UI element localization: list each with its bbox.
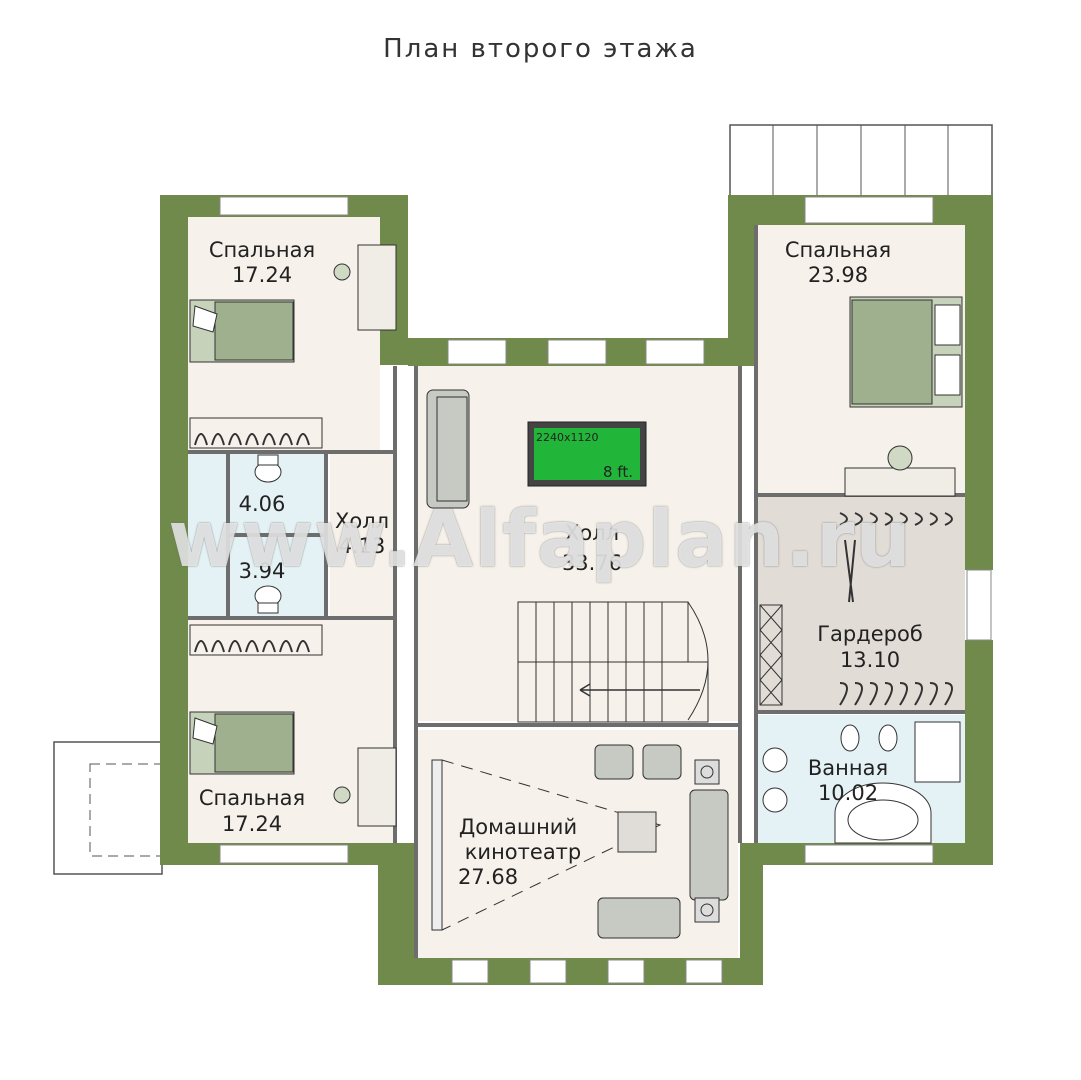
room-area-hall-big: 33.76 [562, 551, 622, 575]
room-area-hall-small: 4.13 [339, 534, 386, 558]
room-area-wc-lower: 3.94 [239, 559, 286, 583]
billiard-size-label: 2240x1120 [536, 431, 599, 444]
room-name-bed-top-left: Спальная [209, 238, 315, 262]
room-name-bed-top-right: Спальная [785, 238, 891, 262]
cinema-screen [431, 759, 662, 931]
balcony-top-right [729, 124, 993, 198]
room-name-cinema-line1: Домашний [459, 815, 577, 839]
sofa-icon [426, 389, 470, 509]
staircase [517, 601, 709, 723]
wardrobe-racks [759, 512, 953, 706]
room-area-cinema: 27.68 [458, 865, 518, 889]
terrace-bottom-left [53, 741, 163, 875]
speaker-icon [694, 759, 720, 923]
room-area-wardrobe: 13.10 [840, 648, 900, 672]
billiard-table: 2240x1120 8 ft. [527, 421, 647, 487]
room-area-bed-top-left: 17.24 [232, 263, 292, 287]
bathtub-icon [762, 721, 961, 844]
room-name-bed-bottom-left: Спальная [199, 786, 305, 810]
plan-title: План второго этажа [383, 34, 698, 64]
closet-top-left [189, 417, 323, 449]
room-area-bath: 10.02 [818, 781, 878, 805]
room-name-hall-small: Холл [335, 509, 389, 533]
room-name-bath: Ванная [808, 756, 888, 780]
windows [219, 196, 992, 984]
bed-icon [189, 711, 295, 775]
stair-arrow-icon [579, 683, 700, 697]
room-name-cinema-line2: кинотеатр [465, 840, 582, 864]
desk-icon [333, 244, 956, 827]
room-name-wardrobe: Гардероб [817, 622, 923, 646]
bed-icon [849, 296, 963, 408]
chair-icon [594, 744, 729, 939]
room-area-wc-upper: 4.06 [239, 492, 286, 516]
bed-icon [189, 299, 295, 363]
room-area-bed-top-right: 23.98 [808, 263, 868, 287]
room-area-bed-bottom-left: 17.24 [222, 812, 282, 836]
closet-bottom-left [189, 624, 323, 656]
billiard-length-label: 8 ft. [603, 463, 633, 481]
toilet-icon [254, 454, 898, 752]
room-labels: Спальная 17.24 Спальная 23.98 Спальная 1… [199, 238, 923, 889]
room-name-hall-big: Холл [565, 521, 619, 545]
